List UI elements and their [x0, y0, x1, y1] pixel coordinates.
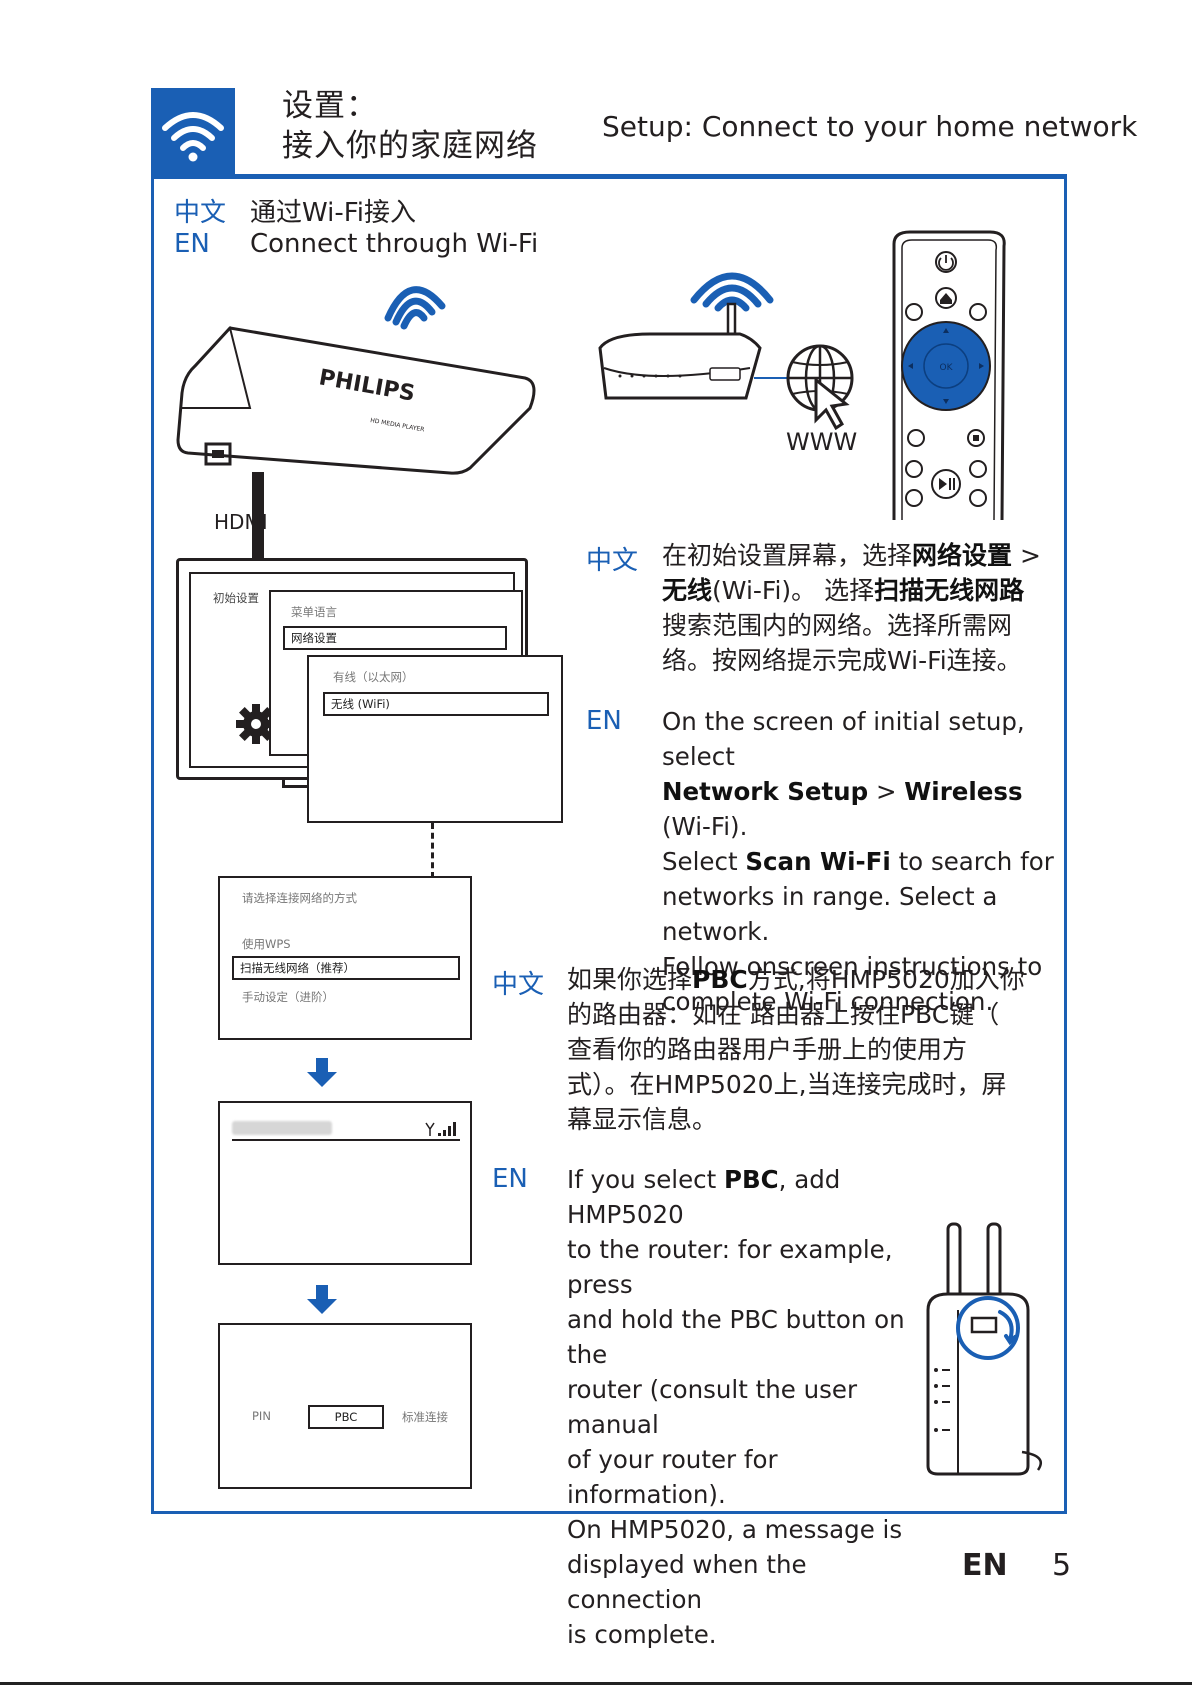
step1-cn-tag: 中文 — [586, 546, 639, 576]
network-option-wireless[interactable]: 无线 (WiFi) — [323, 692, 549, 716]
ok-button — [923, 343, 969, 389]
page-title-en: Setup: Connect to your home network — [602, 110, 1138, 143]
footer-lang: EN — [962, 1548, 1008, 1583]
step2-en-tag: EN — [492, 1164, 528, 1194]
menu-item-language[interactable]: 菜单语言 — [291, 605, 337, 619]
arrow-down-icon — [307, 1058, 337, 1087]
option-manual[interactable]: 手动设定（进阶） — [242, 990, 334, 1004]
option-scan-wifi[interactable]: 扫描无线网络（推荐） — [232, 956, 460, 980]
hdmi-cable — [252, 472, 264, 558]
content-frame — [151, 176, 1067, 1514]
hdmi-label: HDMI — [214, 510, 268, 534]
stop-button — [967, 429, 985, 447]
network-panel: 有线（以太网） 无线 (WiFi) — [307, 655, 563, 823]
option-button-right — [969, 303, 987, 321]
signal-strength-icon — [425, 1122, 456, 1136]
router-illustration — [598, 272, 854, 431]
cursor-icon — [814, 376, 850, 431]
pin-pbc-panel: PIN PBC 标准连接 — [218, 1323, 472, 1489]
player-body — [176, 326, 536, 475]
rewind-button — [905, 460, 923, 478]
section-en-title: Connect through Wi-Fi — [250, 229, 539, 259]
step1-cn-text: 在初始设置屏幕，选择网络设置 > 无线(Wi-Fi)。 选择扫描无线网路 搜索范… — [662, 541, 1041, 675]
pbc-router-illustration — [926, 1222, 1042, 1476]
play-pause-button — [931, 469, 961, 499]
step1-en-tag: EN — [586, 706, 622, 736]
back-button — [907, 429, 925, 447]
step2-en-text: If you select PBC, add HMP5020 to the ro… — [567, 1165, 905, 1649]
step2-cn-tag: 中文 — [492, 970, 545, 1000]
tv-screen-title: 初始设置 — [213, 591, 259, 605]
forward-button — [969, 460, 987, 478]
section-cn-tag: 中文 — [174, 198, 227, 228]
signal-icon — [690, 272, 774, 312]
network-name-blurred — [232, 1121, 332, 1135]
arrow-down-icon — [307, 1285, 337, 1314]
previous-button — [905, 489, 923, 507]
header-rule — [235, 174, 1067, 177]
section-en-tag: EN — [174, 229, 210, 259]
media-player-illustration: PHILIPS HD MEDIA PLAYER — [176, 286, 536, 558]
dashed-connector — [431, 823, 434, 878]
page-bottom-rule — [0, 1682, 1192, 1685]
page-title-cn: 设置： 接入你的家庭网络 — [282, 88, 538, 164]
network-list-panel — [218, 1101, 472, 1265]
header-wifi-badge — [151, 88, 235, 176]
network-list-item[interactable] — [232, 1119, 460, 1141]
pin-option[interactable]: PIN — [252, 1409, 271, 1423]
menu-item-network-setup[interactable]: 网络设置 — [283, 626, 507, 650]
step2-cn-text: 如果你选择PBC方式,将HMP5020加入你 的路由器：如在 路由器上按住PBC… — [567, 965, 1025, 1134]
standard-option[interactable]: 标准连接 — [402, 1410, 448, 1424]
svg-text:OK: OK — [940, 363, 954, 373]
wifi-logo-icon — [709, 367, 741, 381]
remote-control-illustration: OK — [892, 230, 1006, 520]
page-number: 5 — [1052, 1548, 1072, 1583]
option-button-left — [905, 303, 923, 321]
www-label: WWW — [786, 428, 858, 456]
section-cn-title: 通过Wi-Fi接入 — [250, 198, 417, 228]
next-button — [969, 489, 987, 507]
connect-prompt: 请选择连接网络的方式 — [242, 891, 357, 905]
usb-icon — [204, 442, 232, 466]
wifi-icon — [162, 112, 224, 162]
option-wps[interactable]: 使用WPS — [242, 937, 291, 951]
pbc-option[interactable]: PBC — [308, 1405, 384, 1429]
step1-en-text: On the screen of initial setup, select N… — [662, 707, 1054, 1016]
network-option-wired[interactable]: 有线（以太网） — [333, 670, 414, 684]
pbc-button — [970, 1316, 998, 1334]
signal-icon — [384, 286, 446, 330]
connect-method-panel: 请选择连接网络的方式 使用WPS 扫描无线网络（推荐） 手动设定（进阶） — [218, 876, 472, 1040]
